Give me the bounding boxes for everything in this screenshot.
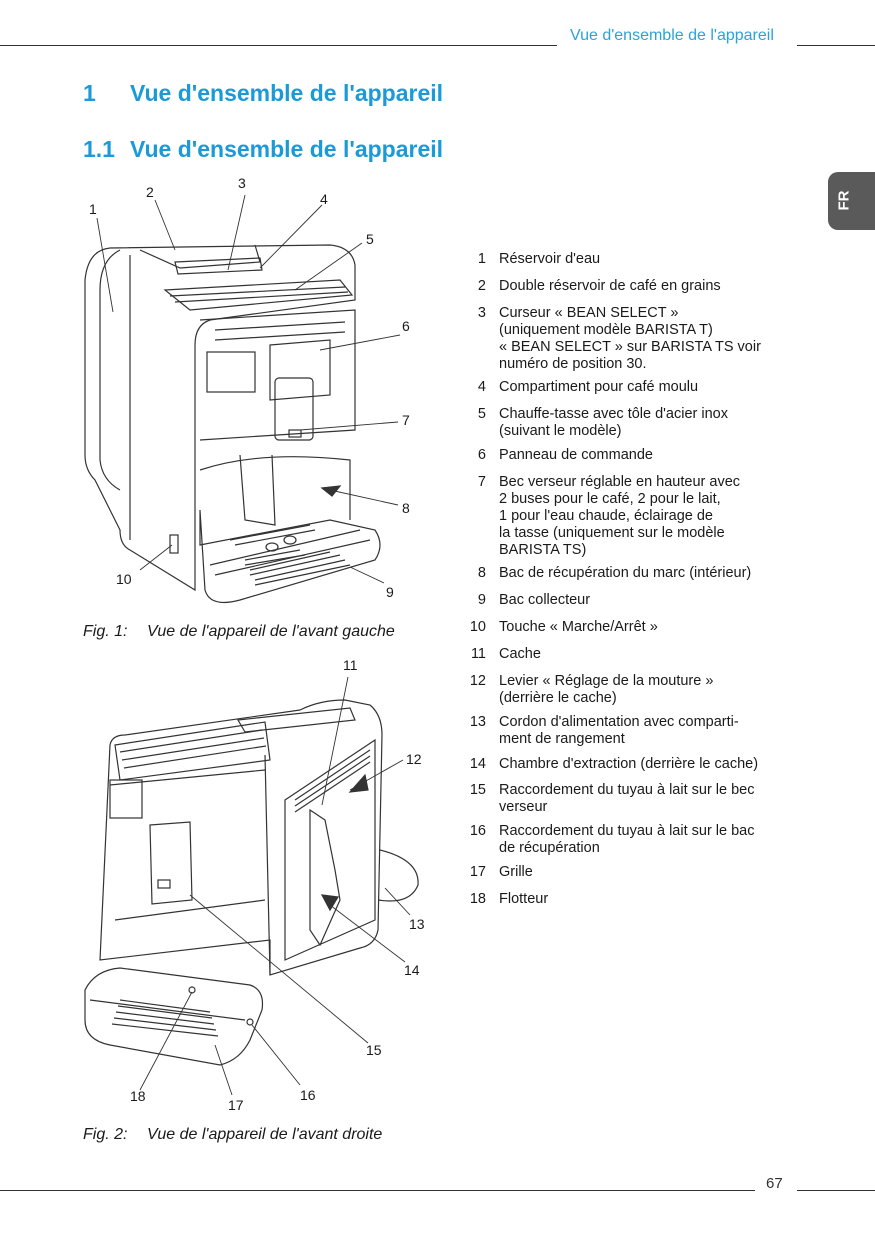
callout-5: 5	[366, 231, 374, 247]
legend-item-line: « BEAN SELECT » sur BARISTA TS voir	[499, 339, 761, 355]
subsection-title: Vue d'ensemble de l'appareil	[130, 136, 444, 162]
legend-item-line: de récupération	[499, 840, 600, 856]
callout-11: 11	[343, 657, 358, 673]
legend-item-line: Réservoir d'eau	[499, 251, 601, 267]
legend-item-line: Touche « Marche/Arrêt »	[499, 619, 658, 635]
legend-item-text: Levier « Réglage de la mouture »(derrièr…	[499, 673, 713, 707]
legend-item-text: Réservoir d'eau	[499, 251, 600, 268]
legend-item-text: Compartiment pour café moulu	[499, 379, 698, 396]
callout-14: 14	[404, 962, 420, 978]
language-tab: FR	[828, 172, 875, 230]
legend-item-text: Double réservoir de café en grains	[499, 278, 721, 295]
legend-item-line: (uniquement modèle BARISTA T)	[499, 322, 713, 338]
legend-item-text: Bac de récupération du marc (intérieur)	[499, 565, 751, 582]
callout-9: 9	[386, 584, 394, 600]
legend-item-text: Grille	[499, 864, 533, 881]
legend-item-line: Compartiment pour café moulu	[499, 379, 699, 395]
legend-item-number: 14	[469, 756, 486, 772]
callout-2: 2	[146, 184, 154, 200]
header-rule-left	[0, 45, 557, 46]
legend-item-line: 1 pour l'eau chaude, éclairage de	[499, 508, 713, 524]
legend-item-text: Chauffe-tasse avec tôle d'acier inox(sui…	[499, 406, 728, 440]
legend-item-number: 5	[477, 406, 486, 422]
legend-item-number: 2	[477, 278, 486, 294]
callout-8: 8	[402, 500, 410, 516]
subsection-number: 1.1	[83, 136, 115, 162]
legend-item-line: Bec verseur réglable en hauteur avec	[499, 474, 741, 490]
legend-item-line: Chambre d'extraction (derrière le cache)	[499, 756, 759, 772]
callout-1: 1	[89, 201, 97, 217]
legend-item-line: (derrière le cache)	[499, 690, 617, 706]
callout-15: 15	[366, 1042, 382, 1058]
legend-item-line: numéro de position 30.	[499, 356, 647, 372]
legend-item-number: 7	[477, 474, 486, 490]
section-number: 1	[83, 80, 96, 106]
legend-item-number: 4	[477, 379, 486, 395]
legend-item-number: 3	[477, 305, 486, 321]
legend-item-number: 8	[477, 565, 486, 581]
footer-rule-right	[797, 1190, 875, 1191]
legend-item-number: 12	[469, 673, 486, 689]
legend-item-line: Bac de récupération du marc (intérieur)	[499, 565, 752, 581]
legend-item-line: 2 buses pour le café, 2 pour le lait,	[499, 491, 721, 507]
legend-item-text: Flotteur	[499, 891, 548, 908]
section-title: Vue d'ensemble de l'appareil	[130, 80, 444, 106]
legend-item-line: Raccordement du tuyau à lait sur le bec	[499, 782, 755, 798]
legend-item-line: ment de rangement	[499, 731, 625, 747]
legend-item-number: 9	[477, 592, 486, 608]
legend-item-line: BARISTA TS)	[499, 542, 587, 558]
legend-item-line: Panneau de commande	[499, 447, 653, 463]
legend-item-text: Cache	[499, 646, 541, 663]
legend-item-line: Cache	[499, 646, 541, 662]
legend-item-number: 15	[469, 782, 486, 798]
legend-item-line: Curseur « BEAN SELECT »	[499, 305, 679, 321]
page-number: 67	[766, 1175, 783, 1192]
legend-item-line: Double réservoir de café en grains	[499, 278, 721, 294]
callout-17: 17	[228, 1097, 244, 1113]
legend-item-line: Levier « Réglage de la mouture »	[499, 673, 714, 689]
figure-1-text: Vue de l'appareil de l'avant gauche	[147, 623, 395, 640]
legend-item-line: la tasse (uniquement sur le modèle	[499, 525, 725, 541]
legend-item-text: Chambre d'extraction (derrière le cache)	[499, 756, 758, 773]
legend-item-line: Chauffe-tasse avec tôle d'acier inox	[499, 406, 728, 422]
running-title: Vue d'ensemble de l'appareil	[570, 27, 774, 44]
legend-item-text: Curseur « BEAN SELECT »(uniquement modèl…	[499, 305, 761, 373]
callout-16: 16	[300, 1087, 316, 1103]
callout-4: 4	[320, 191, 328, 207]
legend-item-line: Cordon d'alimentation avec comparti-	[499, 714, 739, 730]
figure-2-label: Fig. 2:	[83, 1126, 128, 1143]
callout-7: 7	[402, 412, 410, 428]
legend-item-number: 17	[469, 864, 486, 880]
header-rule-right	[797, 45, 875, 46]
callout-10: 10	[116, 571, 132, 587]
legend-item-number: 10	[469, 619, 486, 635]
legend-item-line: Raccordement du tuyau à lait sur le bac	[499, 823, 755, 839]
legend-item-number: 11	[470, 646, 486, 662]
legend-item-line: Bac collecteur	[499, 592, 591, 608]
callout-18: 18	[130, 1088, 146, 1104]
legend-item-number: 6	[477, 447, 486, 463]
figure-1-label: Fig. 1:	[83, 623, 128, 640]
legend-item-text: Panneau de commande	[499, 447, 653, 464]
callout-12: 12	[406, 751, 422, 767]
footer-rule-left	[0, 1190, 755, 1191]
legend-item-line: Grille	[499, 864, 533, 880]
legend-item-text: Bac collecteur	[499, 592, 590, 609]
legend-item-line: verseur	[499, 799, 548, 815]
legend-item-number: 18	[469, 891, 486, 907]
figure-2-text: Vue de l'appareil de l'avant droite	[147, 1126, 383, 1143]
legend-item-number: 16	[469, 823, 486, 839]
legend-item-number: 13	[469, 714, 486, 730]
legend-item-line: Flotteur	[499, 891, 549, 907]
legend-item-text: Touche « Marche/Arrêt »	[499, 619, 658, 636]
callout-3: 3	[238, 175, 246, 191]
legend-item-number: 1	[477, 251, 486, 267]
legend-item-text: Cordon d'alimentation avec comparti-ment…	[499, 714, 739, 748]
callout-13: 13	[409, 916, 425, 932]
callout-6: 6	[402, 318, 410, 334]
legend-item-line: (suivant le modèle)	[499, 423, 622, 439]
